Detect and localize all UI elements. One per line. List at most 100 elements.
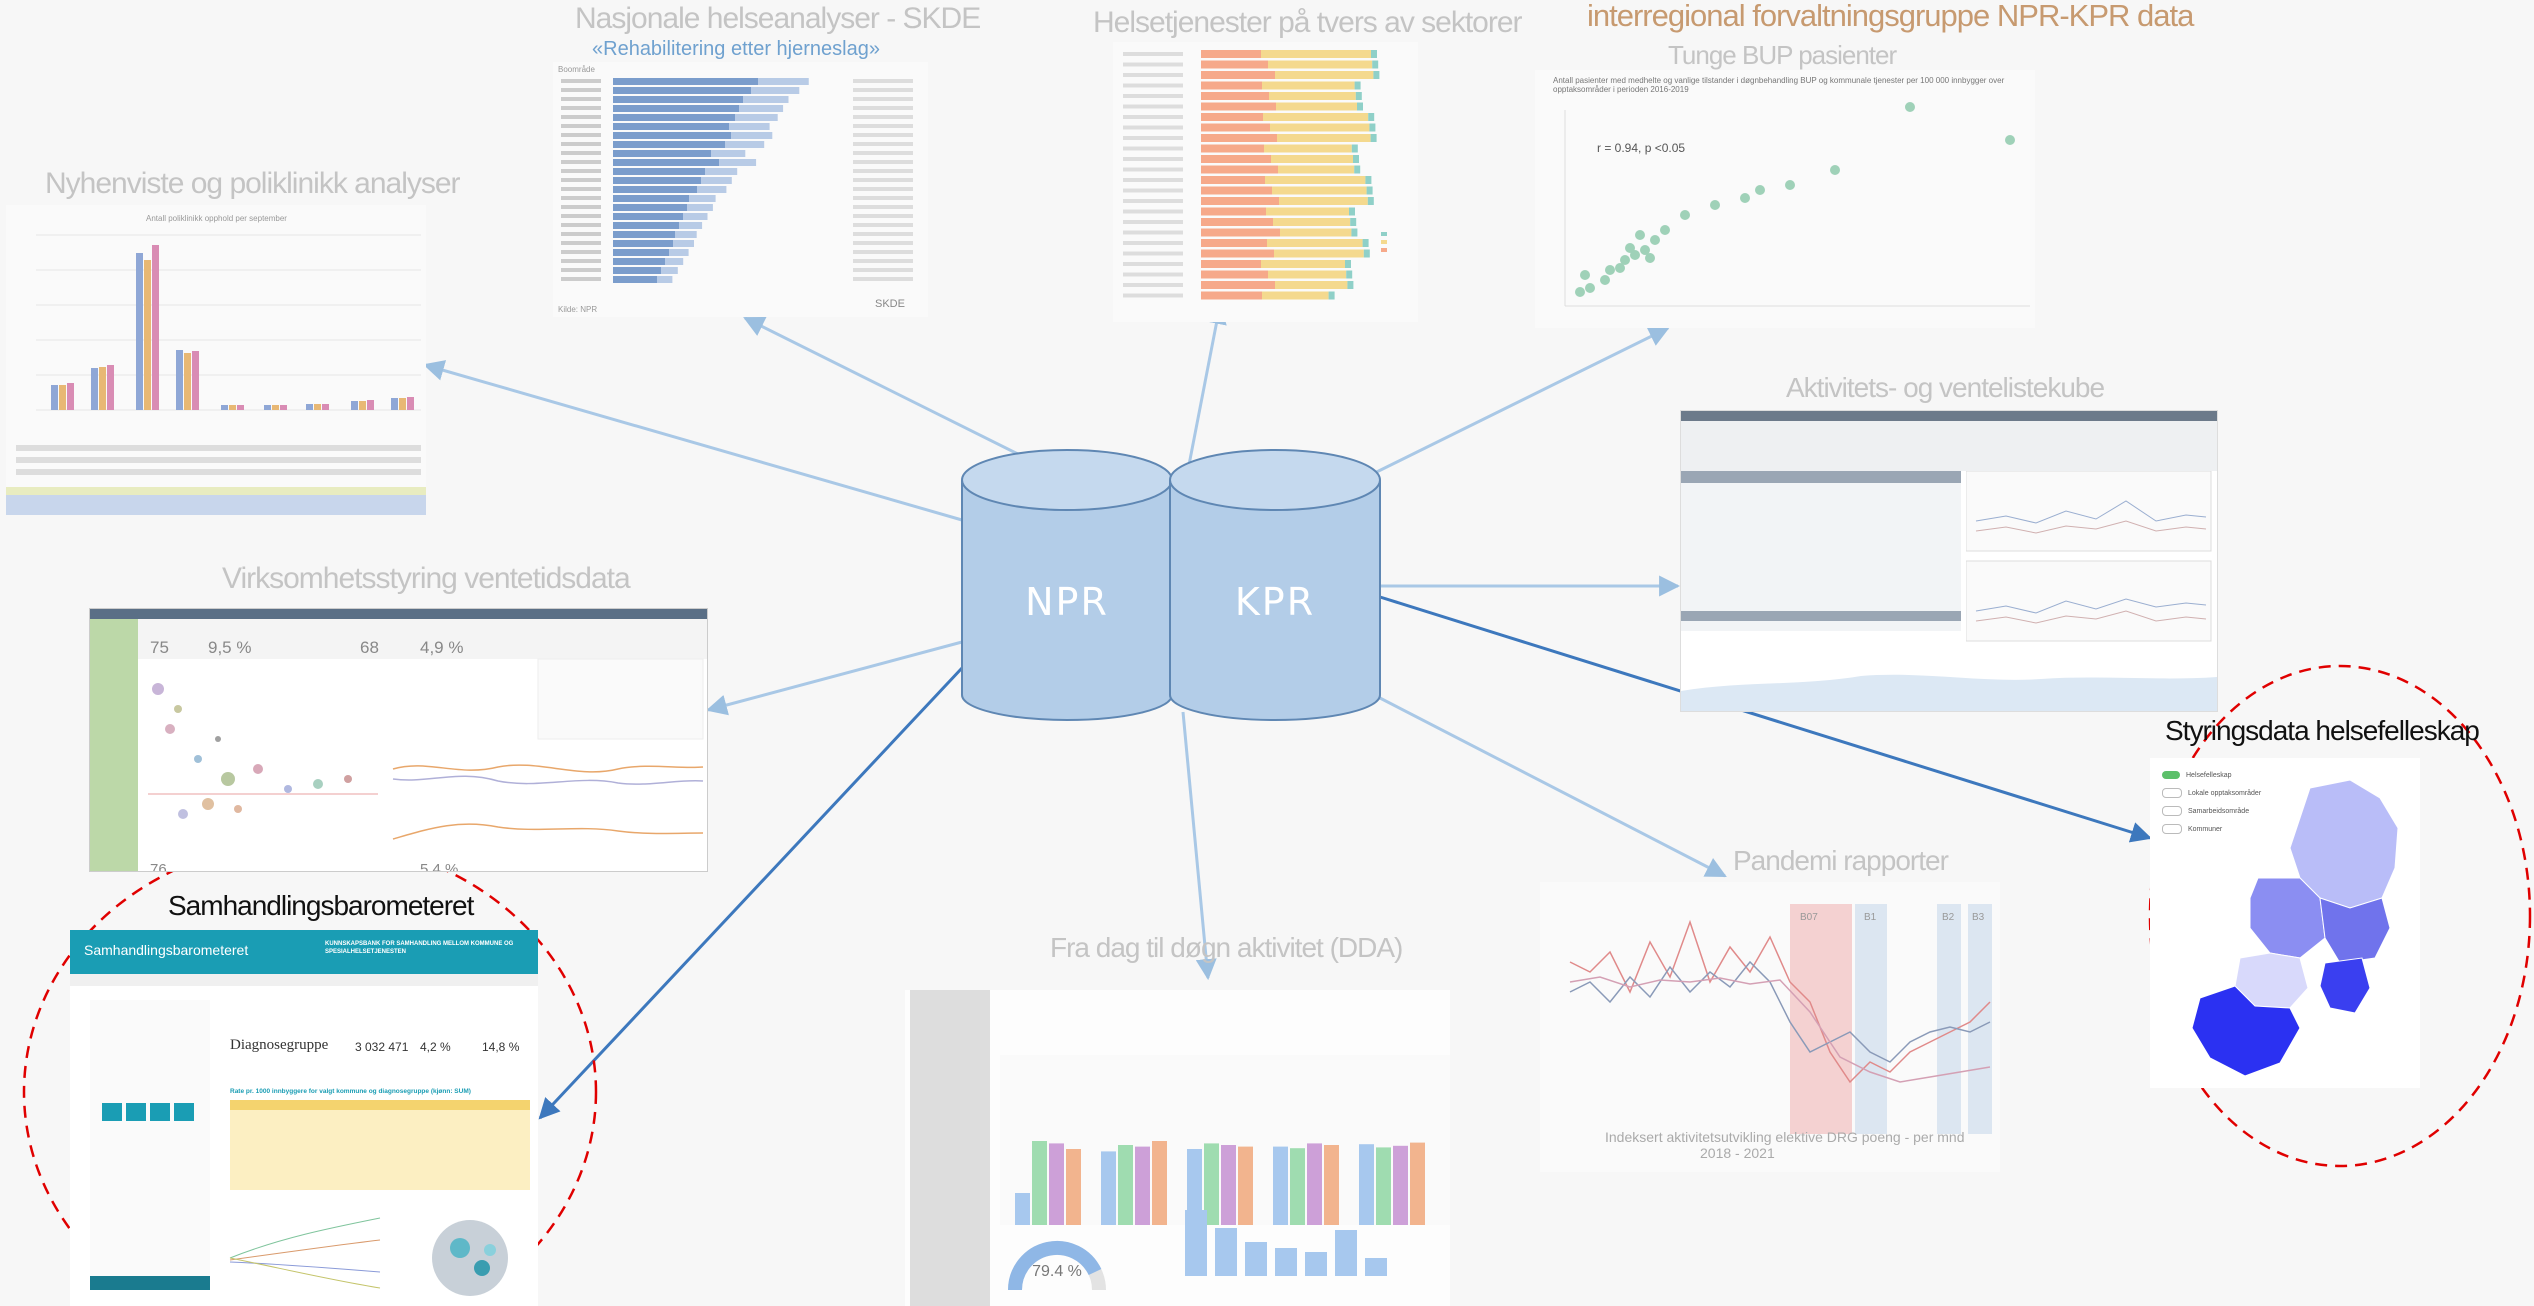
- sek-bar-part: [1272, 186, 1367, 195]
- dda-bar: [1187, 1149, 1202, 1225]
- samhandling-thumbnail: Samhandlingsbarometeret KUNNSKAPSBANK FO…: [70, 930, 538, 1306]
- toggle-off-icon[interactable]: [2162, 806, 2182, 816]
- sek-bar-part: [1268, 270, 1347, 279]
- dda-gauge: 79.4 %: [1032, 1263, 1082, 1280]
- sek-bar-part: [1279, 197, 1368, 205]
- skde-bar: [613, 168, 705, 175]
- vt-kpi1: 75: [150, 638, 169, 657]
- sek-bar-part: [1354, 81, 1361, 90]
- sek-bar: [1201, 197, 1279, 205]
- samh-stat1: 3 032 471: [355, 1040, 409, 1054]
- bup-point: [1600, 275, 1610, 285]
- sek-bar: [1201, 186, 1272, 195]
- styr-legend-item-2: Samarbeidsområde: [2162, 802, 2261, 820]
- sek-bar-part: [1271, 155, 1353, 163]
- skde-bar-part: [739, 105, 784, 112]
- bup-point: [1905, 102, 1915, 112]
- kpr-database: KPR: [1169, 449, 1381, 721]
- sek-bar-part: [1262, 291, 1329, 300]
- vt-point: [194, 755, 202, 763]
- sek-bar-part: [1265, 176, 1366, 184]
- vt-point: [215, 736, 221, 742]
- sek-bar: [1201, 270, 1268, 279]
- skde-bar-part: [683, 213, 708, 220]
- arrow-to-samhandling: [538, 666, 964, 1120]
- samh-stat2: 4,2 %: [420, 1040, 451, 1054]
- toggle-on-icon[interactable]: [2162, 771, 2180, 779]
- sek-bar-part: [1346, 270, 1353, 279]
- poliklinikk-thumbnail: Antall poliklinikk opphold per september: [6, 205, 426, 515]
- skde-bar: [613, 132, 731, 139]
- sek-bar-part: [1261, 260, 1345, 268]
- bup-point: [1830, 165, 1840, 175]
- styr-legend-item-3: Kommuner: [2162, 820, 2261, 838]
- bup-point: [1605, 265, 1615, 275]
- skde-bar-part: [687, 204, 713, 211]
- dda-bar: [1307, 1143, 1322, 1225]
- sek-bar-part: [1369, 123, 1376, 132]
- sek-bar-part: [1276, 102, 1357, 111]
- dda-bar: [1049, 1143, 1064, 1225]
- vt-point: [344, 775, 352, 783]
- npr-label: NPR: [1025, 580, 1109, 624]
- sek-bar-part: [1261, 50, 1371, 58]
- sek-bar-part: [1353, 155, 1359, 163]
- arrow-to-bup: [1329, 326, 1670, 497]
- title-kube: Aktivitets- og ventelistekube: [1786, 372, 2105, 403]
- dda-bar: [1015, 1193, 1030, 1225]
- sek-bar: [1201, 207, 1266, 216]
- sek-bar: [1201, 155, 1271, 163]
- sek-bar: [1201, 281, 1275, 289]
- sek-bar-part: [1355, 92, 1362, 100]
- samh-brand: Samhandlingsbarometeret: [84, 942, 249, 958]
- arrow-to-dda: [1181, 711, 1217, 981]
- dda-bar: [1359, 1144, 1374, 1225]
- vt-kpi5: 76: [150, 861, 167, 871]
- sek-bar-part: [1274, 249, 1364, 258]
- styr-legend-item-0: Helsefelleskap: [2162, 766, 2261, 784]
- skde-bar-part: [661, 267, 678, 274]
- subtitle-skde: «Rehabilitering etter hjerneslag»: [592, 38, 880, 60]
- sek-bar-part: [1266, 207, 1349, 216]
- arrow-to-poliklinikk: [422, 360, 963, 522]
- bup-point: [1710, 200, 1720, 210]
- skde-bar: [613, 159, 719, 166]
- title-dda: Fra dag til døgn aktivitet (DDA): [1050, 932, 1403, 963]
- vt-kpi4: 4,9 %: [420, 638, 463, 657]
- dda-bar: [1238, 1146, 1253, 1225]
- sek-bar-part: [1370, 134, 1377, 142]
- sek-bar: [1201, 260, 1261, 268]
- toggle-off-icon[interactable]: [2162, 788, 2182, 798]
- skde-bar-part: [758, 78, 809, 85]
- bup-point: [1625, 243, 1635, 253]
- skde-bar: [613, 204, 687, 211]
- sek-bar: [1201, 176, 1265, 184]
- sek-bar-part: [1267, 239, 1363, 247]
- pandemi-b2: B2: [1942, 912, 1955, 923]
- title-interregional: interregional forvaltningsgruppe NPR-KPR…: [1587, 0, 2194, 33]
- highlight-circle-styringsdata: [2148, 664, 2532, 1168]
- skde-bar-part: [735, 114, 778, 121]
- vt-point: [174, 705, 182, 713]
- title-pandemi: Pandemi rapporter: [1733, 845, 1949, 876]
- samh-group: Diagnosegruppe: [230, 1037, 329, 1053]
- skde-logo: SKDE: [875, 298, 905, 310]
- sek-bar-part: [1351, 228, 1358, 237]
- dda-bar: [1376, 1147, 1391, 1225]
- skde-bar: [613, 276, 657, 283]
- sek-bar-part: [1372, 60, 1379, 69]
- pandemi-b07: B07: [1800, 912, 1818, 923]
- skde-bar: [613, 78, 758, 85]
- toggle-off-icon[interactable]: [2162, 824, 2182, 834]
- vt-point: [152, 683, 164, 695]
- sek-bar: [1201, 249, 1274, 258]
- title-sektorer: Helsetjenester på tvers av sektorer: [1093, 6, 1523, 39]
- pandemi-years: 2018 - 2021: [1700, 1145, 1775, 1161]
- bup-point: [1680, 210, 1690, 220]
- skde-bar-part: [675, 231, 697, 238]
- bup-point: [1585, 283, 1595, 293]
- sek-bar-part: [1349, 207, 1355, 216]
- title-bup: Tunge BUP pasienter: [1668, 40, 1897, 70]
- dda-bar: [1393, 1145, 1408, 1225]
